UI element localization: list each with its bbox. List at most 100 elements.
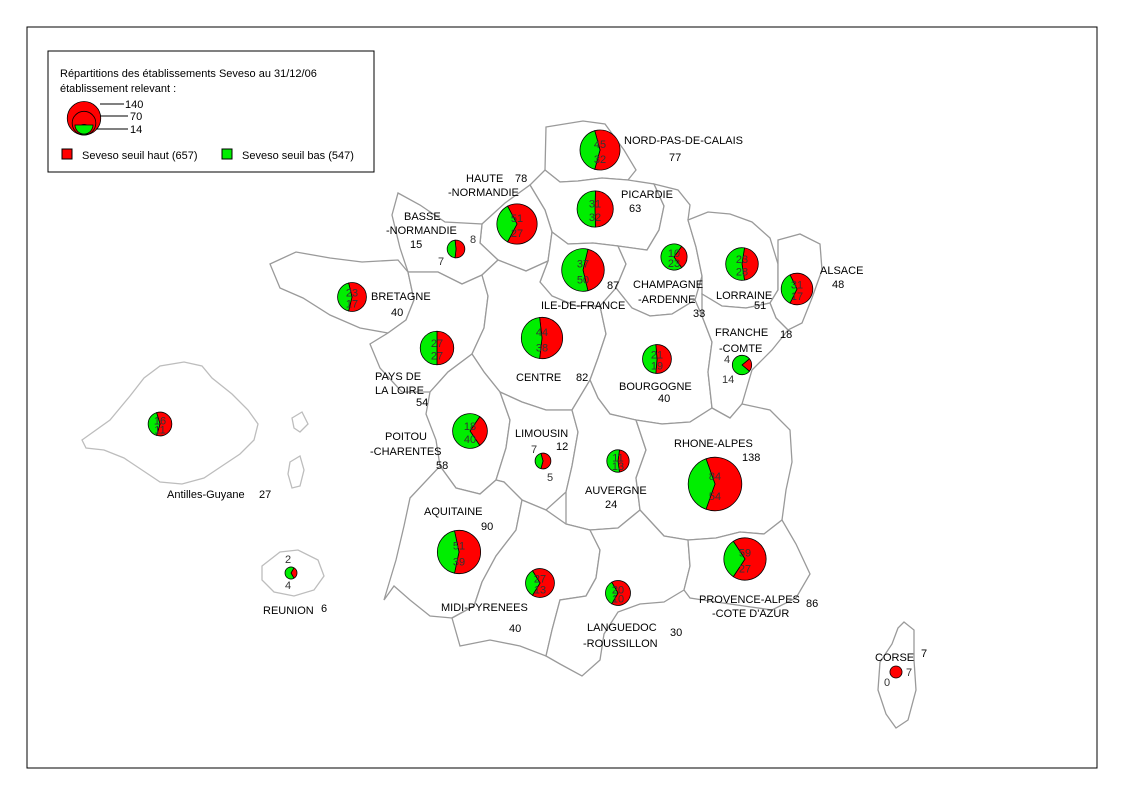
total-franche-comte: 18 [780, 329, 792, 341]
pie-franche-comte: 4 14 [722, 354, 753, 386]
pie-slice-high-antilles-guyane [156, 411, 173, 437]
pie-slice-low-limousin [534, 452, 544, 470]
label-bourgogne: BOURGOGNE [619, 381, 692, 393]
pie-slice-high-midi-pyrenees [531, 568, 555, 598]
pie-value-low-corse: 0 [884, 677, 890, 689]
pie-slice-low-languedoc-roussillon [605, 581, 619, 605]
total-reunion: 6 [321, 603, 327, 615]
legend-circle-low-fill [74, 124, 94, 135]
pie-value-high-bourgogne: 21 [651, 350, 663, 362]
pie-slice-high-nord-pas-de-calais [594, 129, 621, 171]
label2-poitou-charentes: -CHARENTES [370, 446, 442, 458]
pie-value-high-antilles-guyane: 16 [154, 415, 166, 427]
pie-value-low-ile-de-france: 50 [577, 275, 589, 287]
label-picardie: PICARDIE [621, 189, 673, 201]
label-limousin: LIMOUSIN [515, 428, 568, 440]
legend-scale-70: 70 [130, 111, 142, 123]
pie-value-low-reunion: 4 [285, 580, 291, 592]
label-reunion: REUNION [263, 605, 314, 617]
pie-value-high-ile-de-france: 37 [577, 259, 589, 271]
pie-value-high-alsace: 31 [791, 279, 803, 291]
pie-value-high-lorraine: 23 [736, 254, 748, 266]
pie-slice-low-champagne-ardenne [660, 243, 683, 271]
pie-reunion: 24 [284, 554, 298, 592]
pie-slice-high-bretagne [348, 282, 367, 312]
pie-value-high-aquitaine: 51 [453, 541, 465, 553]
pie-limousin: 75 [531, 444, 553, 484]
label2-provence-alpes-cote-azur: -COTE D'AZUR [712, 608, 789, 620]
legend-scale-14: 14 [130, 124, 142, 136]
pie-value-high-poitou-charentes: 18 [464, 421, 476, 433]
legend: Répartitions des établissements Seveso a… [47, 50, 375, 173]
total-nord-pas-de-calais: 77 [669, 152, 681, 164]
label-pays-de-la-loire: PAYS DE [375, 371, 421, 383]
label-bretagne: BRETAGNE [371, 291, 431, 303]
label-corse: CORSE [875, 652, 914, 664]
pie-value-high-haute-normandie: 51 [511, 213, 523, 225]
pie-slice-low-bretagne [337, 282, 353, 312]
pie-slice-high-bourgogne [655, 344, 672, 374]
pie-value-high-franche-comte: 4 [724, 354, 730, 366]
pie-value-low-limousin: 5 [547, 472, 553, 484]
pie-value-low-champagne-ardenne: 23 [668, 258, 680, 270]
pie-slice-high-centre [539, 316, 563, 360]
pie-slice-high-rhone-alpes [705, 456, 743, 512]
pie-slice-low-franche-comte [731, 354, 750, 376]
pie-value-low-lorraine: 28 [736, 266, 748, 278]
region-labels: NORD-PAS-DE-CALAIS 77 PICARDIE 63 HAUTE … [167, 135, 927, 664]
pie-value-high-corse: 7 [906, 667, 912, 679]
pie-slice-high-basse-normandie [454, 239, 466, 259]
total-auvergne: 24 [605, 499, 617, 511]
pie-slice-low-lorraine [725, 247, 745, 281]
pie-value-high-bretagne: 23 [346, 288, 358, 300]
label-aquitaine: AQUITAINE [424, 506, 482, 518]
total-aquitaine: 90 [481, 521, 493, 533]
pie-value-high-rhone-alpes: 84 [709, 471, 721, 483]
pie-value-low-bretagne: 17 [346, 298, 358, 310]
pie-slice-high-alsace [789, 272, 814, 306]
label2-franche-comte: -COMTE [719, 343, 762, 355]
label-nord-pas-de-calais: NORD-PAS-DE-CALAIS [624, 135, 743, 147]
pie-value-low-pays-de-la-loire: 27 [431, 351, 443, 363]
total-haute-normandie: 78 [515, 173, 527, 185]
pie-slice-high-limousin [540, 452, 552, 470]
total-pays-de-la-loire: 54 [416, 397, 428, 409]
pie-value-low-midi-pyrenees: 13 [534, 584, 546, 596]
total-bourgogne: 40 [658, 393, 670, 405]
label-provence-alpes-cote-azur: PROVENCE-ALPES [699, 594, 800, 606]
label-poitou-charentes: POITOU [385, 431, 427, 443]
pie-slice-low-poitou-charentes [452, 413, 481, 449]
label-haute-normandie: HAUTE [466, 173, 503, 185]
pie-slice-low-nord-pas-de-calais [579, 130, 601, 170]
label2-haute-normandie: -NORMANDIE [448, 187, 519, 199]
pie-value-low-franche-comte: 14 [722, 374, 734, 386]
pie-slice-low-picardie [576, 190, 596, 228]
pie-slice-high-pays-de-la-loire [436, 330, 455, 366]
pie-slice-low-provence-alpes-cote-azur [723, 540, 746, 578]
total-lorraine: 51 [754, 300, 766, 312]
pie-value-low-auvergne: 13 [612, 461, 624, 473]
pie-slice-high-ile-de-france [582, 248, 605, 292]
pie-slice-high-provence-alpes-cote-azur [732, 537, 767, 581]
pie-value-low-nord-pas-de-calais: 32 [594, 154, 606, 166]
pie-slice-low-antilles-guyane [147, 412, 161, 436]
pie-value-high-basse-normandie: 8 [470, 234, 476, 246]
total-midi-pyrenees: 40 [509, 623, 521, 635]
label-lorraine: LORRAINE [716, 290, 772, 302]
total-champagne-ardenne: 33 [693, 308, 705, 320]
label-alsace: ALSACE [820, 265, 863, 277]
pie-value-high-languedoc-roussillon: 20 [612, 584, 624, 596]
legend-high-label: Seveso seuil haut (657) [82, 150, 198, 162]
pie-value-high-champagne-ardenne: 10 [668, 248, 680, 260]
total-corse: 7 [921, 648, 927, 660]
pie-value-high-picardie: 31 [589, 199, 601, 211]
